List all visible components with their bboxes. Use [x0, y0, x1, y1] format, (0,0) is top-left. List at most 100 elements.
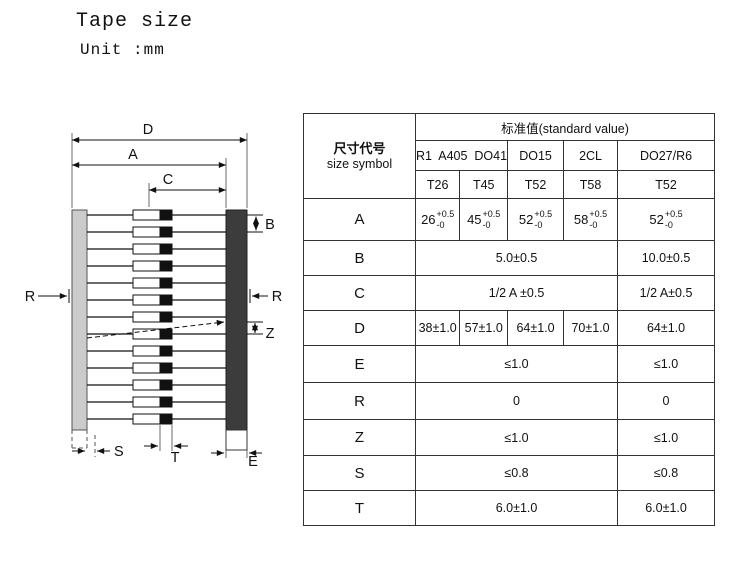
symbol-cell-R: R: [303, 382, 416, 420]
symbol-cell-T: T: [303, 490, 416, 526]
symbol-cell-S: S: [303, 455, 416, 491]
value-cell: 57±1.0: [459, 310, 509, 346]
value-cell: 58+0.5-0: [563, 198, 619, 241]
dim-label-E: E: [248, 454, 258, 470]
merged-value-cell: 5.0±0.5: [414, 240, 619, 276]
dim-label-B: B: [265, 217, 275, 233]
tol-sup: +0.5: [664, 209, 683, 220]
table-row-S: S ≤0.8 ≤0.8: [303, 455, 716, 491]
value-cell: 26+0.5-0: [414, 198, 461, 241]
value-cell: 10.0±0.5: [617, 240, 716, 276]
value-cell: ≤0.8: [617, 455, 716, 491]
extension-lines: [71, 133, 248, 208]
tape-code-4: T52: [617, 170, 716, 199]
symbol-cell-D: D: [303, 310, 416, 346]
component-cathode-band: [159, 396, 173, 408]
value-cell: 38±1.0: [414, 310, 461, 346]
value-cell: 45+0.5-0: [459, 198, 509, 241]
value-cell: 52+0.5-0: [507, 198, 565, 241]
dim-D: D: [72, 122, 247, 144]
tol-sub: -0: [534, 219, 543, 230]
dim-label-A: A: [128, 147, 138, 163]
right-tape-strip: [225, 209, 248, 431]
skewed-lead-dashed: [86, 319, 225, 339]
tape-end-dashed: [71, 430, 88, 449]
header-row-tape-codes: T26 T45 T52 T58 T52: [304, 170, 716, 199]
header-row-standard-value: 尺寸代号 size symbol 标准值(standard value): [303, 113, 716, 199]
merged-value-cell: ≤0.8: [414, 455, 619, 491]
dim-label-R-left: R: [25, 289, 35, 305]
merged-value-cell: 6.0±1.0: [414, 490, 619, 526]
component-body: [132, 328, 161, 340]
table-row-C: C 1/2 A ±0.5 1/2 A±0.5: [303, 275, 716, 311]
size-symbol-header: 尺寸代号 size symbol: [303, 113, 416, 199]
tol-sub: -0: [664, 219, 673, 230]
dim-R-left: R: [25, 289, 70, 305]
type-group-1: DO15: [507, 140, 565, 171]
value-cell: 52+0.5-0: [617, 198, 716, 241]
dim-A: A: [72, 147, 226, 169]
size-symbol-en: size symbol: [326, 157, 393, 172]
dim-label-D: D: [143, 122, 153, 138]
tol-base: 58: [573, 212, 589, 227]
component-cathode-band: [159, 226, 173, 238]
component-cathode-band: [159, 413, 173, 425]
component-cathode-band: [159, 328, 173, 340]
type-group-0: R1 A405 DO41: [414, 140, 509, 171]
component-cathode-band: [159, 362, 173, 374]
dim-S: S: [72, 435, 124, 460]
merged-value-cell: ≤1.0: [414, 419, 619, 456]
size-symbol-cn: 尺寸代号: [333, 140, 386, 156]
value-cell: 6.0±1.0: [617, 490, 716, 526]
dim-T: T: [144, 425, 188, 466]
component-body: [132, 413, 161, 425]
standard-value-header: 标准值(standard value): [414, 113, 716, 141]
component-body: [132, 396, 161, 408]
table-row-E: E ≤1.0 ≤1.0: [303, 345, 716, 383]
page-title: Tape size: [76, 10, 194, 33]
tape-diagram: D A C B: [25, 122, 282, 470]
table-row-Z: Z ≤1.0 ≤1.0: [303, 419, 716, 456]
component-body: [132, 226, 161, 238]
component-body: [132, 311, 161, 323]
component-cathode-band: [159, 345, 173, 357]
symbol-cell-B: B: [303, 240, 416, 276]
header-row-types: R1 A405 DO41 DO15 2CL DO27/R6: [304, 140, 716, 171]
table-row-T: T 6.0±1.0 6.0±1.0: [303, 490, 716, 526]
component-cathode-band: [159, 277, 173, 289]
table-row-R: R 0 0: [303, 382, 716, 420]
component-rows: [87, 209, 226, 425]
value-cell: ≤1.0: [617, 419, 716, 456]
tol-base: 52: [649, 212, 664, 227]
component-body: [132, 209, 161, 221]
dim-label-S: S: [114, 444, 124, 460]
value-cell: 70±1.0: [563, 310, 619, 346]
component-cathode-band: [159, 379, 173, 391]
component-cathode-band: [159, 294, 173, 306]
type-group-2: 2CL: [563, 140, 619, 171]
tape-end-outline: [225, 429, 248, 451]
spec-table: 尺寸代号 size symbol 标准值(standard value) R1 …: [303, 113, 716, 526]
merged-value-cell: 0: [414, 382, 619, 420]
symbol-cell-C: C: [303, 275, 416, 311]
merged-value-cell: 1/2 A ±0.5: [414, 275, 619, 311]
tol-base: 52: [518, 212, 534, 227]
table-row-B: B 5.0±0.5 10.0±0.5: [303, 240, 716, 276]
tol-sup: +0.5: [589, 209, 608, 220]
merged-value-cell: ≤1.0: [414, 345, 619, 383]
component-body: [132, 243, 161, 255]
tape-code-0: T26: [414, 170, 461, 199]
dim-Z: Z: [247, 321, 275, 342]
tol-sub: -0: [482, 219, 491, 230]
component-cathode-band: [159, 311, 173, 323]
tol-base: 45: [467, 212, 482, 227]
value-cell: 64±1.0: [617, 310, 716, 346]
component-cathode-band: [159, 260, 173, 272]
component-body: [132, 345, 161, 357]
component-body: [132, 260, 161, 272]
tape-code-1: T45: [459, 170, 509, 199]
type-group-3: DO27/R6: [617, 140, 716, 171]
dim-label-R-right: R: [272, 289, 282, 305]
tol-sup: +0.5: [482, 209, 501, 220]
